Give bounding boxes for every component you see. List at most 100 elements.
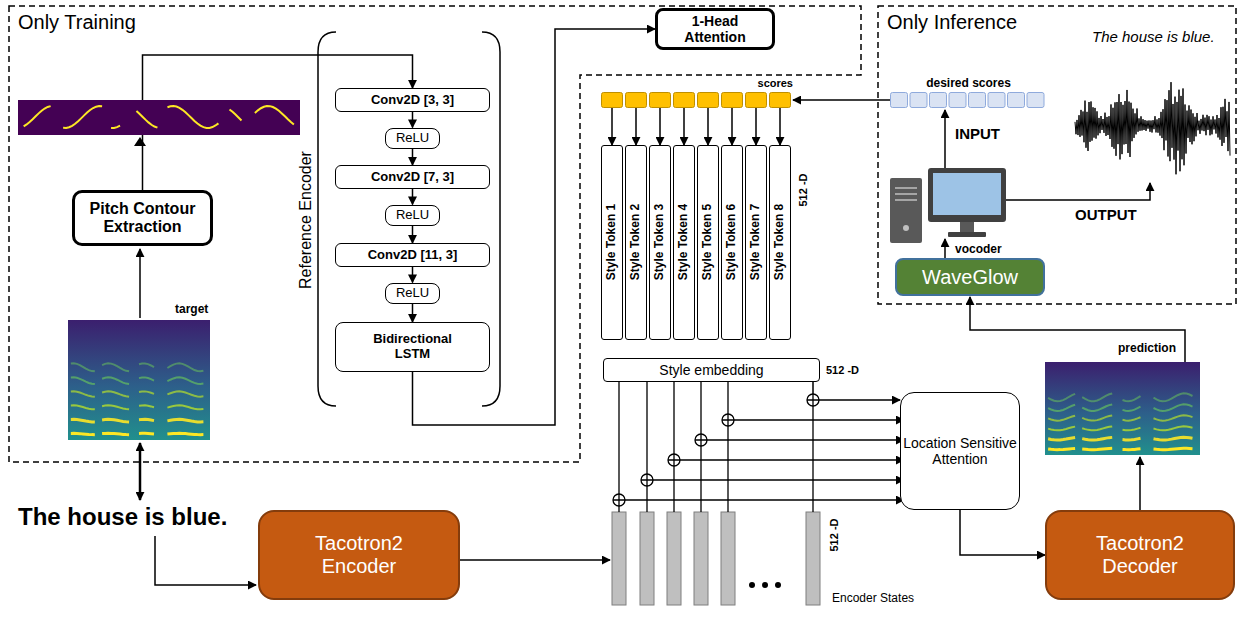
encoder-box: Tacotron2 Encoder	[258, 510, 460, 600]
score-cells	[746, 93, 767, 108]
node-text: Location Sensitive Attention	[901, 435, 1019, 467]
connector-arrow	[412, 149, 414, 166]
spectrogram	[1123, 417, 1141, 420]
computer-icon	[890, 168, 1006, 243]
sum-wire	[707, 439, 904, 440]
label-text: 512 -D	[797, 173, 810, 206]
score-cells	[598, 92, 793, 108]
style-token: Style Token 2	[625, 145, 647, 340]
label-text: The house is blue.	[1092, 28, 1215, 45]
pitch-contour	[255, 106, 294, 124]
flow-arrow	[1006, 183, 1150, 200]
label-text: 512 -D	[828, 518, 841, 551]
layer-box: Conv2D [7, 3]	[335, 165, 490, 189]
score-bar: scores	[598, 76, 793, 108]
label-text: The house is blue.	[18, 503, 227, 531]
spectrogram	[1123, 447, 1141, 451]
spectrogram	[102, 419, 129, 422]
activation-box: ReLU	[385, 128, 440, 149]
node-text: ReLU	[396, 286, 429, 301]
spectrogram	[102, 391, 129, 396]
label-text: target	[175, 303, 208, 317]
connector-arrow	[412, 304, 414, 323]
score-cells	[930, 93, 947, 108]
sum-symbol	[641, 474, 653, 486]
inference-region: desired scoresWaveGlowOnly Inference	[877, 5, 1237, 305]
encoder-states	[694, 512, 708, 605]
node-text: Style embedding	[659, 362, 763, 378]
connector-arrow	[731, 108, 733, 145]
sum-wire	[653, 479, 904, 480]
spectrogram	[1154, 393, 1193, 401]
spectrogram	[139, 405, 154, 407]
layer-box: Conv2D [3, 3]	[335, 88, 490, 112]
score-cells	[698, 93, 719, 108]
style-token: Style Token 1	[601, 145, 623, 340]
node-text: Reference Encoder	[297, 151, 315, 289]
score-cells	[891, 93, 908, 108]
spectrogram	[71, 433, 95, 434]
flow-arrow	[944, 110, 946, 168]
sum-symbol	[668, 454, 680, 466]
score-cells	[602, 93, 623, 108]
spectrogram	[1082, 448, 1112, 449]
encoder-group: Conv2D [3, 3]ReLUConv2D [7, 3]ReLUConv2D…	[296, 30, 522, 410]
pitch-contour	[134, 137, 146, 146]
bracket-outline	[318, 32, 500, 406]
sum-symbol	[613, 394, 819, 506]
label-text: INPUT	[955, 125, 1000, 142]
flow-arrow	[139, 443, 142, 500]
style-token: Style Token 8	[769, 145, 791, 340]
node-text: Style Token 1	[605, 204, 619, 280]
spectrogram	[1048, 416, 1075, 421]
spectrogram	[1048, 438, 1075, 440]
spectrogram	[139, 363, 154, 367]
sum-symbol	[695, 434, 707, 446]
spectrogram	[1154, 437, 1193, 440]
spectrogram	[1048, 394, 1075, 401]
spectrogram	[1082, 415, 1112, 420]
waveform	[1075, 82, 1230, 174]
sum-symbol	[613, 494, 625, 506]
sum-symbol	[807, 394, 819, 406]
spectrogram	[167, 363, 203, 371]
spectrogram	[167, 377, 203, 384]
spectrogram	[71, 391, 95, 396]
sum-wire	[619, 382, 904, 512]
style-token: Style Token 5	[697, 145, 719, 340]
encoder-states	[806, 512, 820, 605]
node-text: Bidirectional LSTM	[363, 332, 463, 362]
region-outline	[878, 6, 1236, 304]
region-outline	[9, 6, 861, 462]
flow-arrow	[1139, 457, 1141, 510]
connector-arrow	[412, 267, 414, 283]
spectrogram	[102, 405, 129, 409]
connector-arrow	[707, 108, 709, 145]
ellipsis-dots	[762, 582, 768, 588]
spectrogram	[1154, 404, 1193, 411]
encoder-states	[612, 512, 820, 605]
flow-arrow	[139, 249, 141, 318]
connector-arrow	[779, 108, 781, 145]
sum-symbol	[641, 474, 653, 486]
node-text: Only Training	[18, 11, 136, 34]
spectrogram	[1123, 428, 1141, 431]
spectrogram	[167, 419, 203, 422]
sum-symbol	[641, 474, 653, 486]
spectrogram	[1082, 437, 1112, 440]
score-cells	[1008, 93, 1025, 108]
spectrogram	[167, 405, 203, 409]
sum-symbol	[695, 434, 707, 446]
attention-box: Location Sensitive Attention	[900, 392, 1020, 510]
score-cells	[910, 93, 927, 108]
node-text: Tacotron2 Decoder	[1085, 532, 1195, 578]
activation-box: ReLU	[385, 205, 440, 226]
activation-box: ReLU	[385, 283, 440, 304]
connector-arrow	[793, 99, 890, 101]
sum-symbol	[668, 454, 680, 466]
score-bar: desired scores	[890, 76, 1047, 108]
flow-arrow	[155, 536, 256, 585]
spectrogram	[1123, 407, 1141, 411]
node-text: Only Inference	[887, 11, 1017, 34]
pitch-contour	[18, 100, 300, 146]
